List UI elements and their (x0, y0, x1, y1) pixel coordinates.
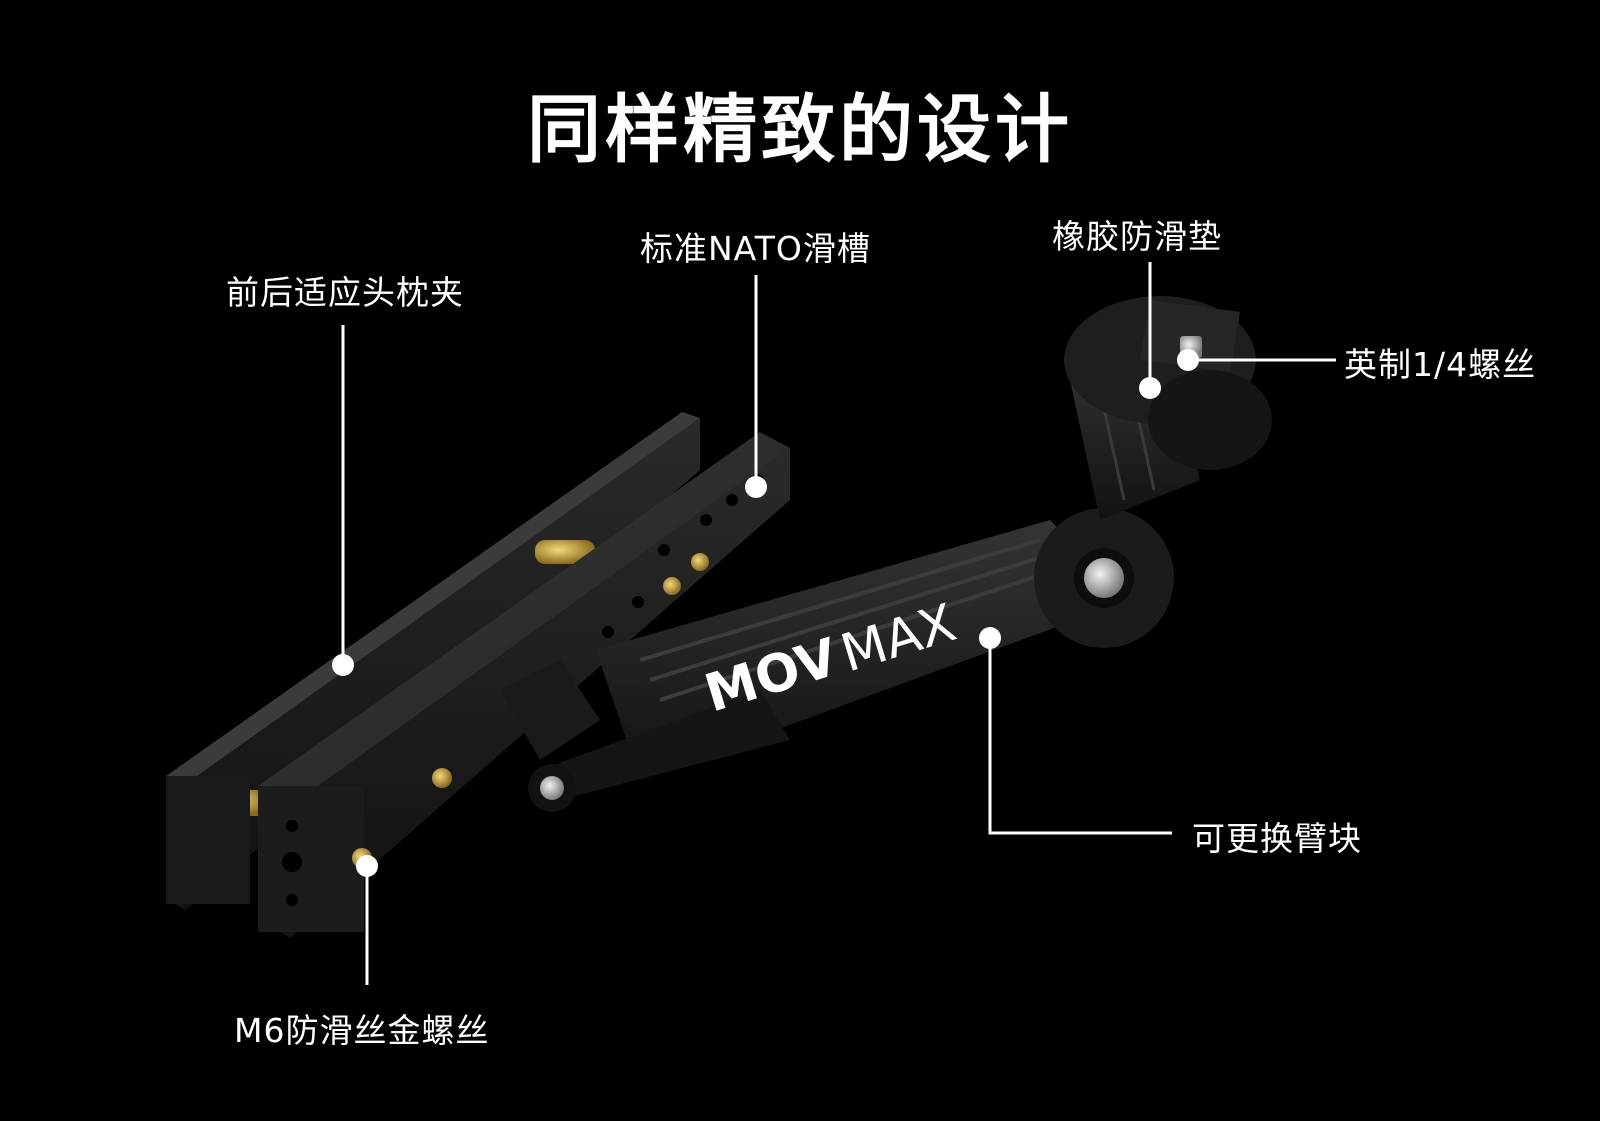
mount-arm: MOV MAX (500, 296, 1272, 812)
callout-m6-screw: M6防滑丝金螺丝 (234, 1011, 490, 1050)
callout-rubber-pad: 橡胶防滑垫 (1052, 217, 1222, 256)
callout-headrest-clamp: 前后适应头枕夹 (226, 273, 464, 312)
callout-dot-arm-block (979, 627, 1001, 649)
callout-arm-block: 可更换臂块 (1192, 819, 1362, 858)
callout-dot-rubber-pad (1139, 377, 1161, 399)
callout-dots (332, 349, 1199, 877)
callout-dot-m6-screw (356, 855, 378, 877)
elbow-bolt (1084, 558, 1124, 598)
brass-rod (535, 540, 595, 564)
callout-nato-rail: 标准NATO滑槽 (640, 229, 871, 268)
callout-dot-nato-rail (745, 476, 767, 498)
callout-lines (341, 262, 1336, 985)
page-title: 同样精致的设计 (527, 87, 1073, 173)
callout-dot-headrest-clamp (332, 654, 354, 676)
callout-dot-quarter-screw (1177, 349, 1199, 371)
callout-quarter-screw: 英制1/4螺丝 (1344, 345, 1537, 384)
hinge-bolt (540, 776, 564, 800)
